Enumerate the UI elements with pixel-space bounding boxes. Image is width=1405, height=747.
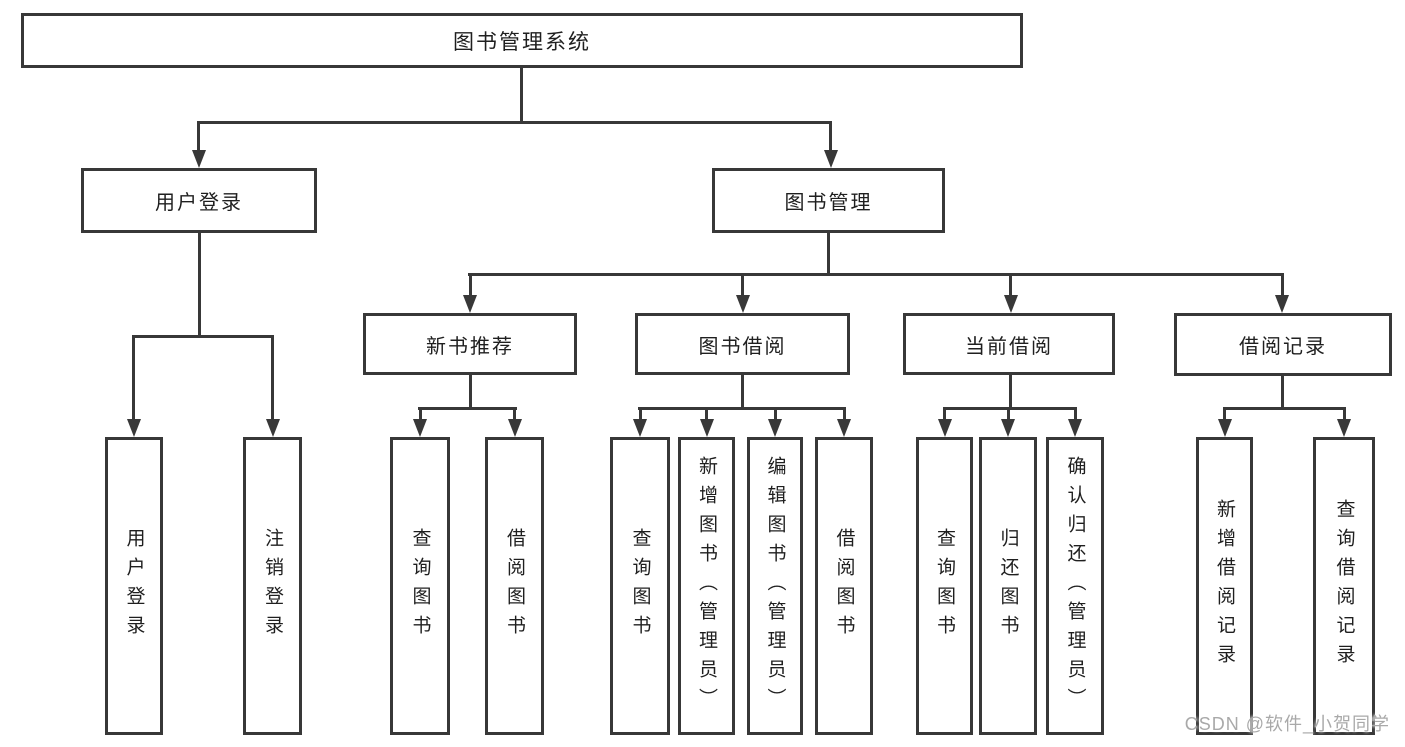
connector-line bbox=[132, 335, 274, 338]
connector-line bbox=[638, 407, 845, 410]
arrow-down-icon bbox=[768, 419, 782, 437]
connector-line bbox=[419, 407, 422, 423]
arrow-down-icon bbox=[736, 295, 750, 313]
leaf-logout: 注销登录 bbox=[243, 437, 302, 735]
connector-line bbox=[1007, 407, 1010, 423]
connector-line bbox=[1074, 407, 1077, 423]
node-new-book-recommend: 新书推荐 bbox=[363, 313, 577, 375]
node-user-login: 用户登录 bbox=[81, 168, 317, 233]
leaf-query-borrow-record: 查询借阅记录 bbox=[1313, 437, 1375, 735]
arrow-down-icon bbox=[463, 295, 477, 313]
connector-line bbox=[741, 375, 744, 410]
leaf-user-login: 用户登录 bbox=[105, 437, 163, 735]
connector-line bbox=[741, 273, 744, 299]
leaf-add-borrow-record: 新增借阅记录 bbox=[1196, 437, 1253, 735]
leaf-borrow-book-1: 借阅图书 bbox=[485, 437, 544, 735]
arrow-down-icon bbox=[1068, 419, 1082, 437]
connector-line bbox=[943, 407, 946, 423]
connector-line bbox=[829, 121, 832, 154]
arrow-down-icon bbox=[192, 150, 206, 168]
csdn-watermark: CSDN @软件_小贺同学 bbox=[1184, 714, 1390, 734]
arrow-down-icon bbox=[1337, 419, 1351, 437]
connector-line bbox=[132, 335, 135, 423]
arrow-down-icon bbox=[266, 419, 280, 437]
arrow-down-icon bbox=[1275, 295, 1289, 313]
connector-line bbox=[705, 407, 708, 423]
node-library-system: 图书管理系统 bbox=[21, 13, 1023, 68]
leaf-add-book-admin: 新增图书（管理员） bbox=[678, 437, 735, 735]
arrow-down-icon bbox=[824, 150, 838, 168]
node-current-borrow: 当前借阅 bbox=[903, 313, 1115, 375]
connector-line bbox=[774, 407, 777, 423]
node-book-management: 图书管理 bbox=[712, 168, 945, 233]
leaf-return-book: 归还图书 bbox=[979, 437, 1037, 735]
connector-line bbox=[1009, 375, 1012, 410]
arrow-down-icon bbox=[1004, 295, 1018, 313]
connector-line bbox=[1281, 273, 1284, 299]
arrow-down-icon bbox=[413, 419, 427, 437]
connector-line bbox=[1223, 407, 1346, 410]
leaf-confirm-return-admin: 确认归还（管理员） bbox=[1046, 437, 1104, 735]
arrow-down-icon bbox=[1001, 419, 1015, 437]
leaf-query-book-3: 查询图书 bbox=[916, 437, 973, 735]
connector-line bbox=[197, 121, 200, 154]
leaf-edit-book-admin: 编辑图书（管理员） bbox=[747, 437, 803, 735]
connector-line bbox=[418, 407, 517, 410]
leaf-borrow-book-2: 借阅图书 bbox=[815, 437, 873, 735]
node-borrow-records: 借阅记录 bbox=[1174, 313, 1392, 376]
connector-line bbox=[1009, 273, 1012, 299]
connector-line bbox=[468, 273, 1284, 276]
connector-line bbox=[843, 407, 846, 423]
arrow-down-icon bbox=[700, 419, 714, 437]
leaf-query-book-1: 查询图书 bbox=[390, 437, 450, 735]
arrow-down-icon bbox=[633, 419, 647, 437]
arrow-down-icon bbox=[508, 419, 522, 437]
leaf-query-book-2: 查询图书 bbox=[610, 437, 670, 735]
arrow-down-icon bbox=[1218, 419, 1232, 437]
connector-line bbox=[1343, 407, 1346, 423]
connector-line bbox=[639, 407, 642, 423]
connector-line bbox=[469, 273, 472, 299]
connector-line bbox=[943, 407, 1077, 410]
arrow-down-icon bbox=[837, 419, 851, 437]
connector-line bbox=[469, 375, 472, 410]
connector-line bbox=[197, 121, 832, 124]
connector-line bbox=[271, 335, 274, 423]
connector-line bbox=[1223, 407, 1226, 423]
connector-line bbox=[198, 233, 201, 338]
connector-line bbox=[513, 407, 516, 423]
connector-line bbox=[1281, 376, 1284, 410]
arrow-down-icon bbox=[127, 419, 141, 437]
node-book-borrow: 图书借阅 bbox=[635, 313, 850, 375]
connector-line bbox=[827, 233, 830, 276]
connector-line bbox=[520, 68, 523, 124]
arrow-down-icon bbox=[938, 419, 952, 437]
